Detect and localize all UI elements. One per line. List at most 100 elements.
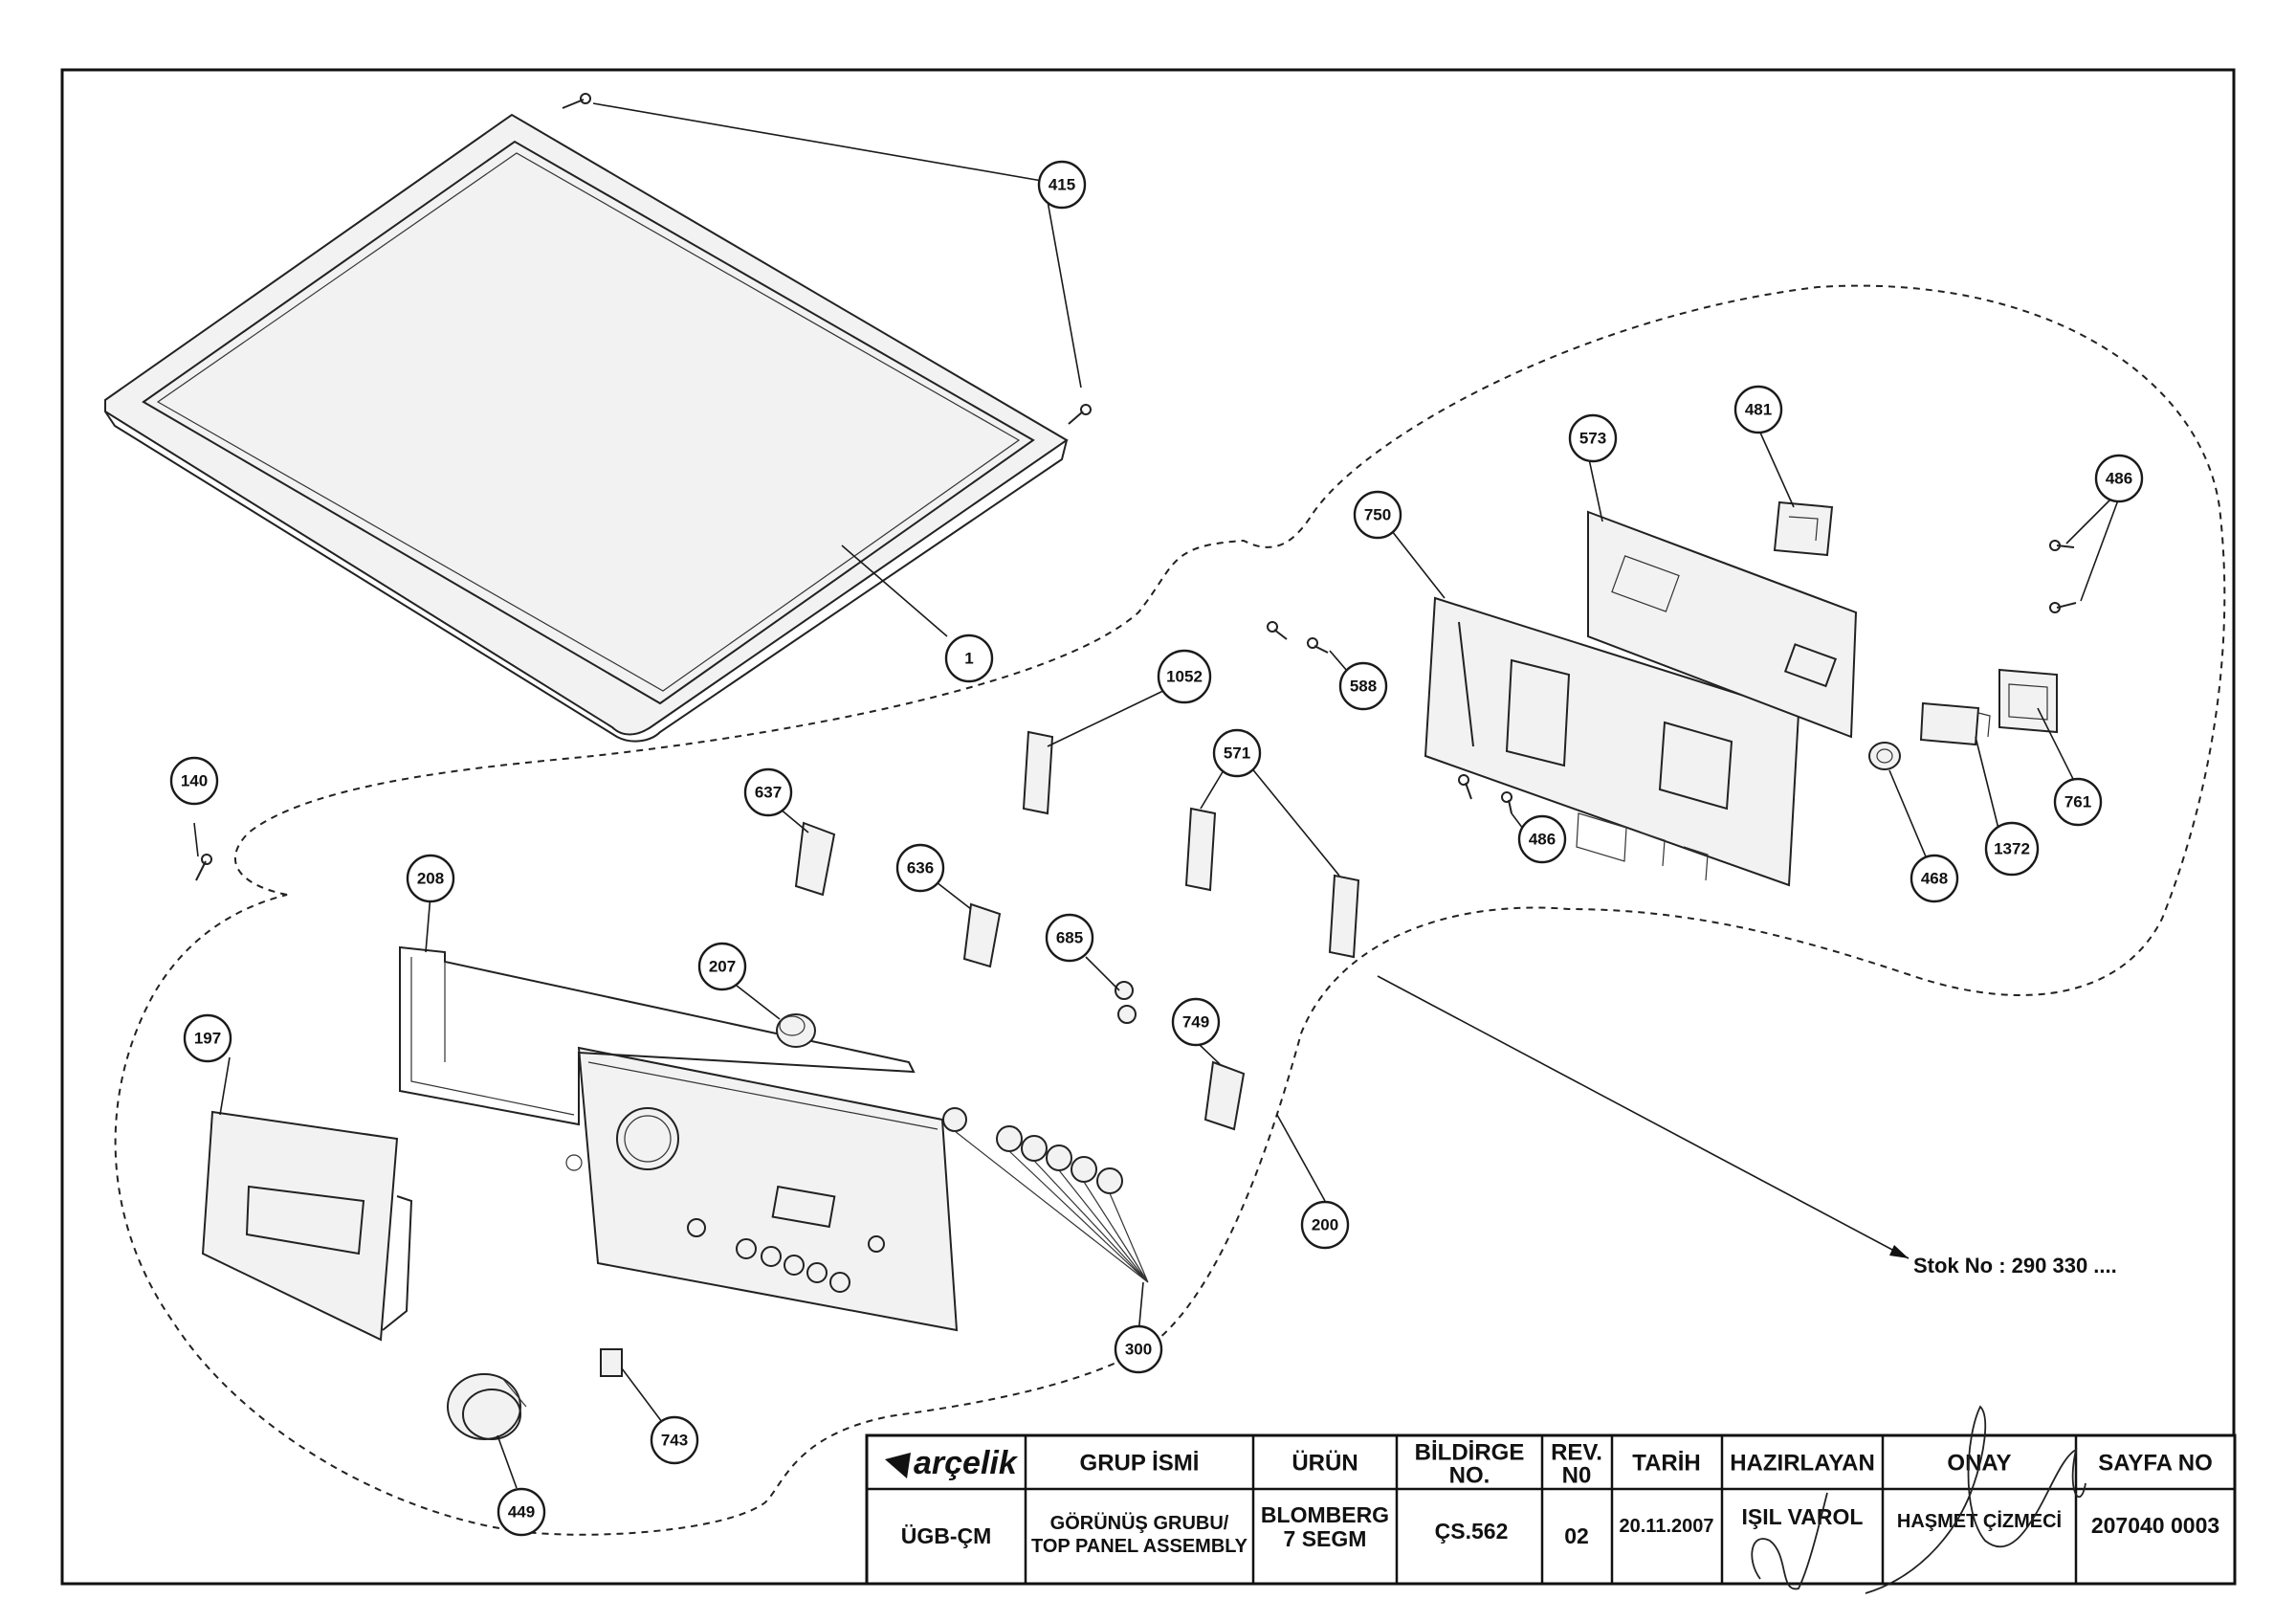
led-strip-636-part xyxy=(962,902,1002,968)
value-group-2: TOP PANEL ASSEMBLY xyxy=(1031,1536,1248,1557)
title-block: arçelik GRUP İSMİ ÜRÜN BİLDİRGE NO. REV.… xyxy=(865,1405,2237,1594)
svg-text:571: 571 xyxy=(1224,744,1250,763)
svg-text:481: 481 xyxy=(1745,401,1772,419)
callout-573: 573 xyxy=(1568,413,1618,463)
component-481-part xyxy=(1773,500,1834,557)
header-prepared-by: HAZIRLAYAN xyxy=(1730,1451,1875,1477)
callout-415: 415 xyxy=(1037,160,1087,210)
header-bildirge-1: BİLDİRGE xyxy=(1415,1440,1525,1466)
value-approved-by: HAŞMET ÇİZMECİ xyxy=(1897,1510,2062,1532)
assembly-boundary-dashed xyxy=(114,284,2226,1536)
callout-1052: 1052 xyxy=(1157,649,1212,704)
panel-frame-part xyxy=(399,945,916,1126)
callout-1: 1 xyxy=(944,633,994,683)
callout-449: 449 xyxy=(497,1487,546,1537)
callout-1372: 1372 xyxy=(1984,821,2040,877)
svg-text:636: 636 xyxy=(907,859,934,878)
svg-text:197: 197 xyxy=(194,1030,221,1048)
svg-text:208: 208 xyxy=(417,870,444,888)
led-strip-749-part xyxy=(1203,1060,1246,1131)
svg-text:573: 573 xyxy=(1579,430,1606,448)
callout-481: 481 xyxy=(1733,385,1783,434)
callout-486-lower: 486 xyxy=(1517,814,1567,864)
control-panel-part xyxy=(565,1046,959,1332)
value-group-1: GÖRÜNÜŞ GRUBU/ xyxy=(1050,1512,1229,1534)
buttons-300-part xyxy=(942,1107,1149,1283)
signature-approved xyxy=(1865,1405,2086,1594)
screw-140 xyxy=(195,854,212,881)
svg-text:486: 486 xyxy=(1529,831,1556,849)
svg-text:140: 140 xyxy=(181,772,208,790)
switch-1372-part xyxy=(1919,701,1991,746)
callout-588: 588 xyxy=(1338,661,1388,711)
svg-text:468: 468 xyxy=(1921,870,1948,888)
header-rev-2: N0 xyxy=(1562,1463,1592,1489)
svg-text:761: 761 xyxy=(2064,793,2091,811)
screw-415-b xyxy=(1068,404,1092,425)
header-page-no: SAYFA NO xyxy=(2098,1451,2213,1477)
callout-636: 636 xyxy=(895,843,945,893)
svg-text:637: 637 xyxy=(755,784,782,802)
connector-761-part xyxy=(1998,668,2058,734)
svg-text:588: 588 xyxy=(1350,678,1377,696)
module-housing-part xyxy=(1424,596,1800,887)
svg-text:750: 750 xyxy=(1364,506,1391,524)
callout-571: 571 xyxy=(1212,728,1262,778)
button-207-part xyxy=(776,1013,816,1048)
program-knob-part xyxy=(447,1373,527,1440)
callout-486-right: 486 xyxy=(2094,454,2144,503)
value-page-no: 207040 0003 xyxy=(2091,1513,2219,1538)
svg-text:300: 300 xyxy=(1125,1341,1152,1359)
pcb-board-part xyxy=(1587,510,1858,739)
header-date: TARİH xyxy=(1632,1451,1701,1477)
brand-logo: arçelik xyxy=(914,1445,1019,1481)
screws-588-part xyxy=(1267,621,1329,654)
drawer-handle-part xyxy=(201,1110,413,1342)
callout-197: 197 xyxy=(183,1013,232,1063)
leader-lines xyxy=(193,102,2120,1489)
svg-text:1372: 1372 xyxy=(1994,840,2030,858)
clip-743-part xyxy=(600,1348,623,1377)
value-product-2: 7 SEGM xyxy=(1284,1526,1367,1551)
svg-text:1052: 1052 xyxy=(1166,668,1203,686)
callout-749: 749 xyxy=(1171,997,1221,1047)
svg-text:685: 685 xyxy=(1056,929,1083,947)
callout-140: 140 xyxy=(169,756,219,806)
callout-743: 743 xyxy=(650,1415,699,1465)
callout-208: 208 xyxy=(406,854,455,903)
callout-750: 750 xyxy=(1353,490,1402,540)
svg-text:749: 749 xyxy=(1182,1013,1209,1032)
svg-text:486: 486 xyxy=(2106,470,2132,488)
led-685-part xyxy=(1115,981,1137,1024)
header-bildirge-2: NO. xyxy=(1449,1463,1490,1489)
top-panel-part xyxy=(104,113,1069,743)
callout-200: 200 xyxy=(1300,1200,1350,1250)
callout-468: 468 xyxy=(1910,854,1959,903)
callout-300: 300 xyxy=(1114,1324,1163,1374)
svg-text:415: 415 xyxy=(1049,176,1075,194)
led-strip-637-part xyxy=(794,821,836,897)
screws-486-right-part xyxy=(2049,540,2077,613)
svg-text:200: 200 xyxy=(1312,1216,1338,1234)
component-468-part xyxy=(1868,742,1901,770)
header-group-name: GRUP İSMİ xyxy=(1080,1451,1200,1477)
signature-prepared xyxy=(1751,1492,1828,1590)
screws-486-lower-part xyxy=(1458,774,1512,814)
brand-mark-icon xyxy=(885,1453,911,1478)
svg-text:743: 743 xyxy=(661,1432,688,1450)
screw-415-a xyxy=(562,93,591,109)
header-product: ÜRÜN xyxy=(1292,1451,1358,1477)
callout-637: 637 xyxy=(743,767,793,817)
value-department: ÜGB-ÇM xyxy=(901,1523,992,1548)
svg-text:207: 207 xyxy=(709,958,736,976)
stock-number: Stok No : 290 330 .... xyxy=(1913,1254,2117,1278)
light-pipe-1052-part xyxy=(1022,730,1054,815)
callout-761: 761 xyxy=(2053,777,2103,827)
callout-207: 207 xyxy=(697,942,747,991)
callout-685: 685 xyxy=(1045,913,1094,963)
light-pipe-571a-part xyxy=(1184,807,1217,892)
svg-text:1: 1 xyxy=(964,650,973,668)
header-rev-1: REV. xyxy=(1551,1440,1602,1466)
value-product-1: BLOMBERG xyxy=(1261,1502,1389,1527)
